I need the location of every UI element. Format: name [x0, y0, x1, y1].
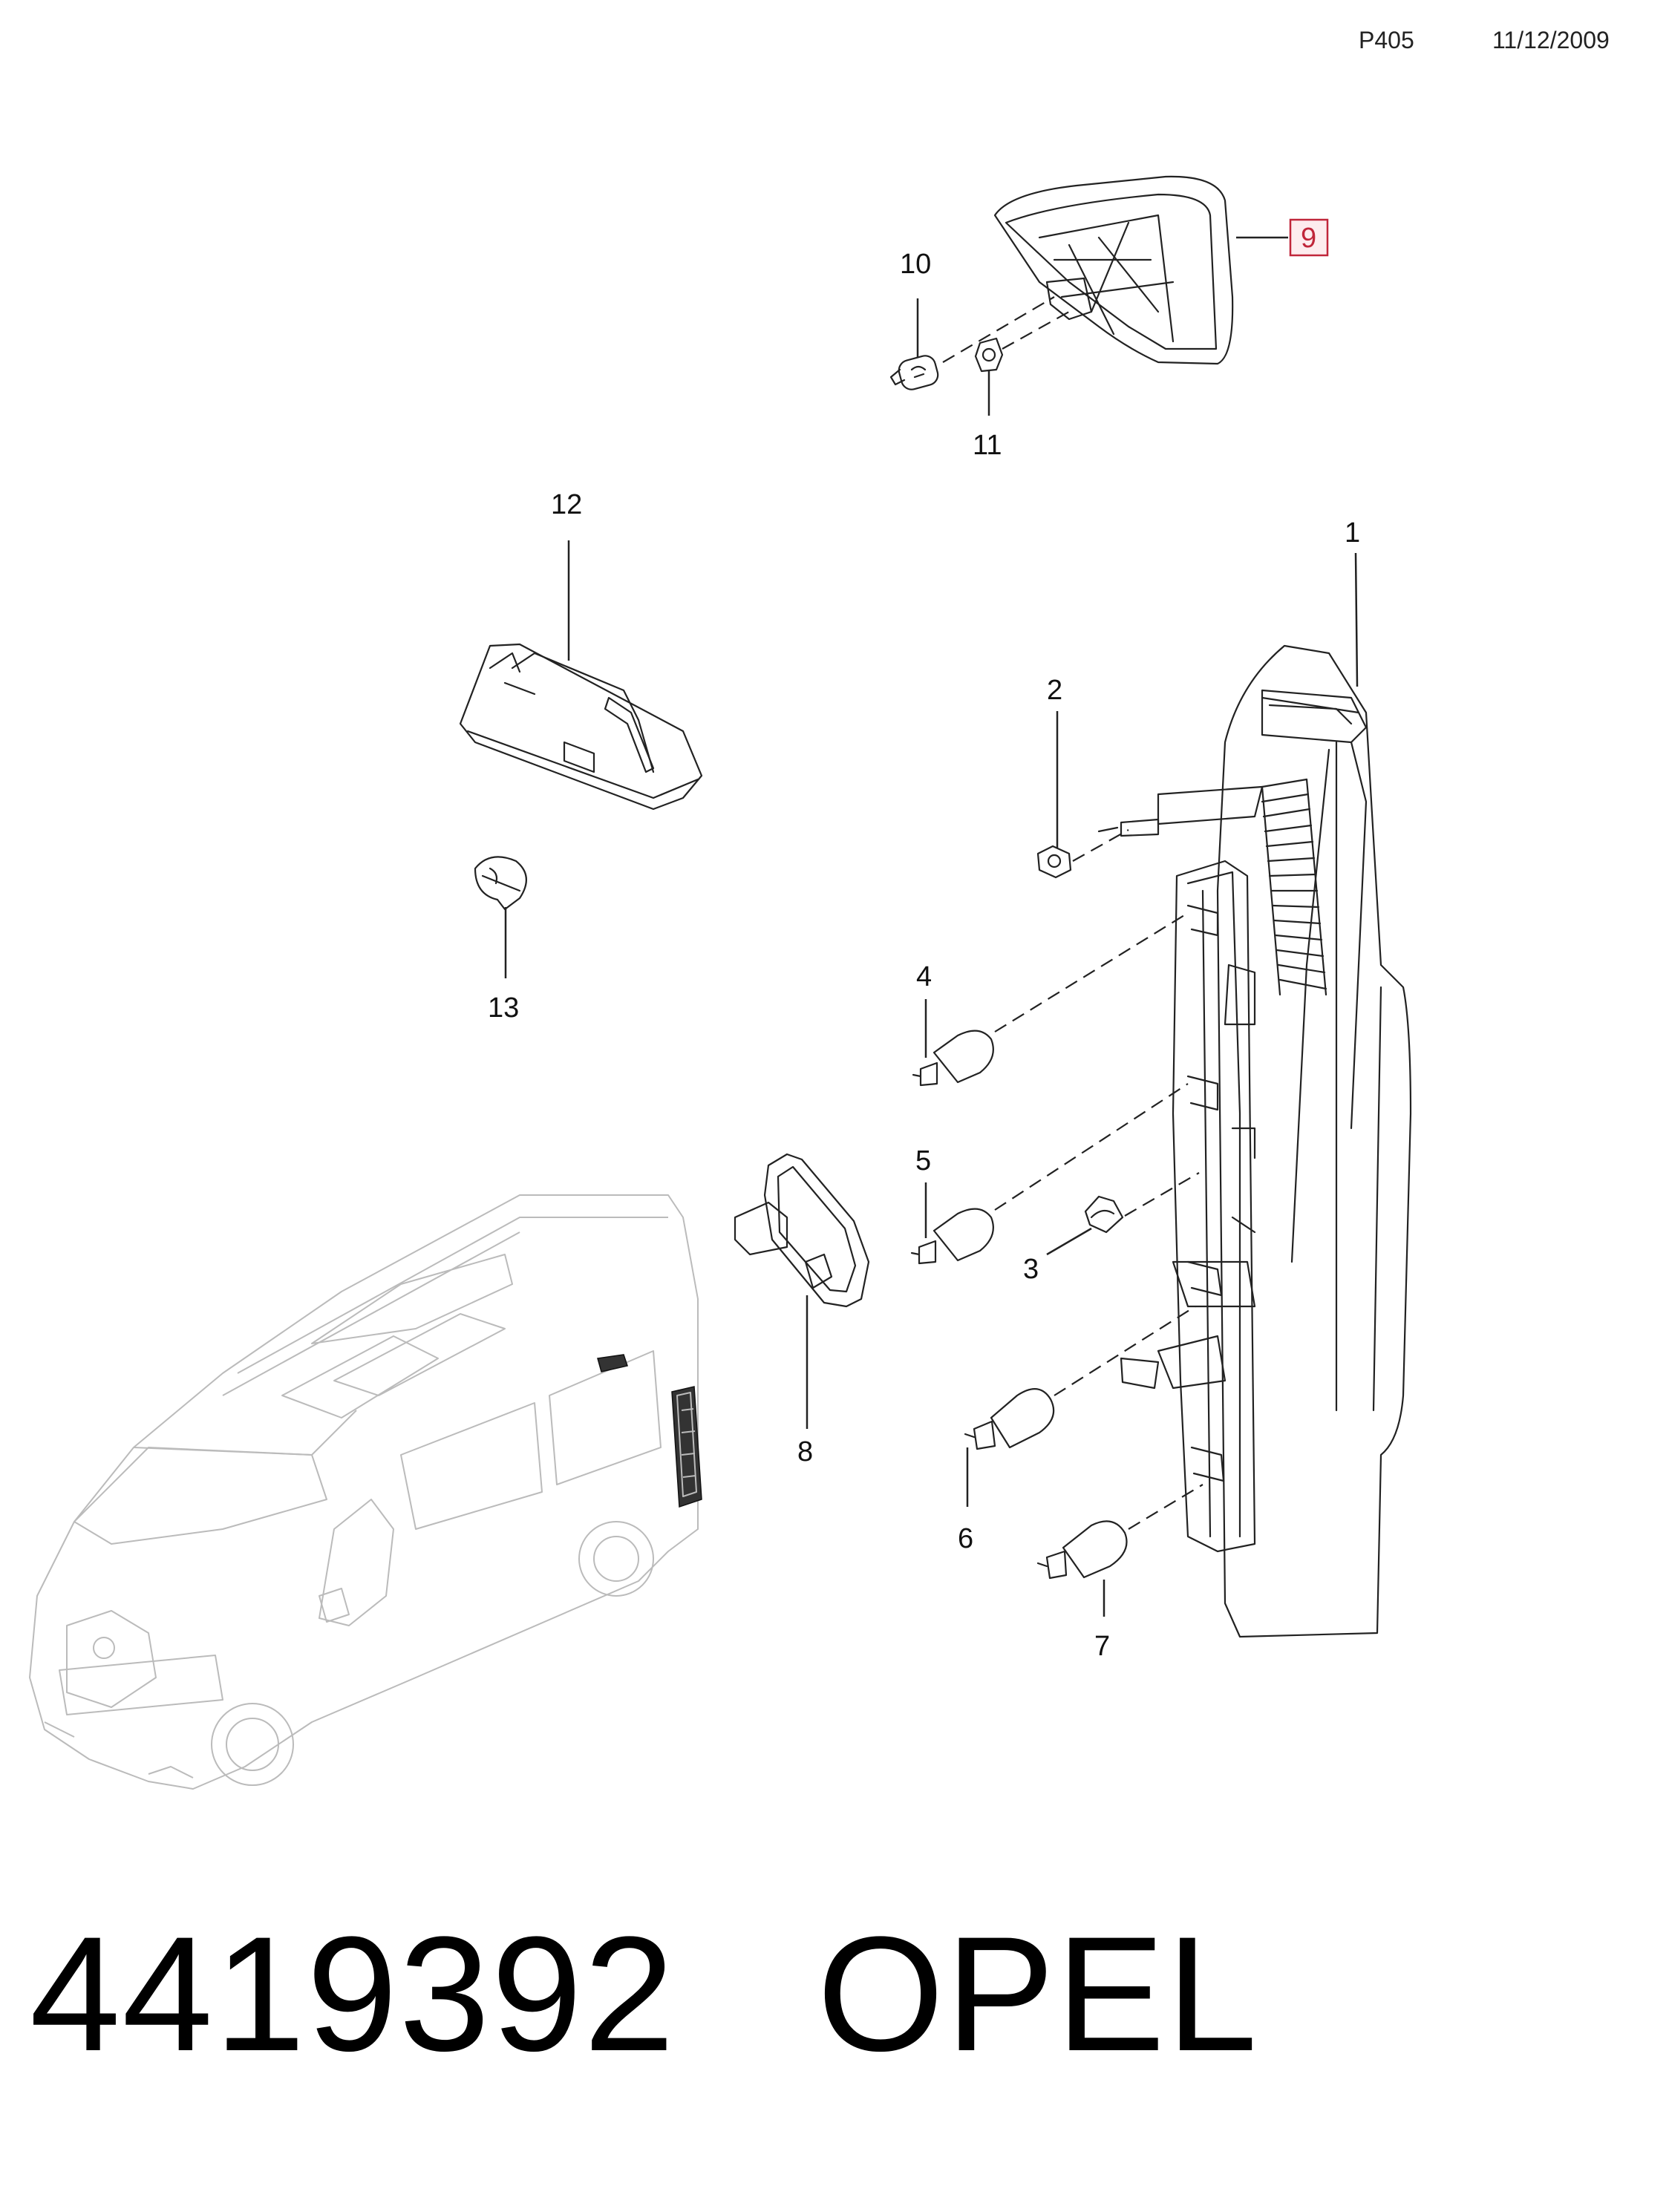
assembly-line-10 [942, 296, 1055, 363]
diagram-date: 11/12/2009 [1492, 27, 1610, 53]
page-code: P405 [1359, 27, 1414, 53]
leader-1 [1354, 552, 1359, 687]
leader-3 [1046, 1227, 1092, 1256]
highlight-box-9 [1289, 218, 1329, 257]
part-13-bulb[interactable] [474, 856, 527, 911]
callout-7[interactable]: 7 [1094, 1631, 1110, 1662]
assembly-line-4 [994, 912, 1189, 1033]
part-12-plate-lamp[interactable] [459, 643, 703, 811]
part-11-grommet[interactable] [974, 337, 1004, 373]
part-1-rear-lamp[interactable] [1097, 644, 1412, 1638]
callout-10[interactable]: 10 [900, 249, 931, 280]
callout-6[interactable]: 6 [958, 1523, 973, 1554]
part-6-bulb[interactable] [964, 1388, 1055, 1450]
callout-3[interactable]: 3 [1023, 1254, 1039, 1285]
assembly-line-6 [1054, 1306, 1196, 1396]
callout-8[interactable]: 8 [797, 1436, 813, 1467]
part-3-grommet[interactable] [1084, 1195, 1124, 1234]
part-5-bulb[interactable] [910, 1208, 994, 1265]
assembly-line-3 [1124, 1172, 1200, 1217]
part-2-nut[interactable] [1036, 845, 1072, 879]
callout-9[interactable]: 9 [1301, 223, 1316, 254]
part-number: 4419392 [30, 1902, 676, 2085]
callout-11[interactable]: 11 [973, 430, 1002, 461]
callout-13[interactable]: 13 [488, 992, 519, 1024]
part-9-lamp-housing[interactable] [993, 175, 1234, 365]
assembly-line-5 [994, 1083, 1189, 1211]
part-10-bulb[interactable] [889, 353, 940, 392]
callout-2[interactable]: 2 [1047, 675, 1062, 706]
callout-12[interactable]: 12 [551, 489, 582, 520]
callout-1[interactable]: 1 [1345, 517, 1360, 549]
part-4-bulb[interactable] [912, 1030, 994, 1087]
callout-4[interactable]: 4 [916, 961, 932, 992]
brand-name: OPEL [817, 1902, 1259, 2085]
part-8-marker-lamp[interactable] [734, 1153, 870, 1308]
van-illustration [29, 1194, 702, 1790]
callout-5[interactable]: 5 [915, 1145, 931, 1177]
assembly-line-2 [1072, 829, 1129, 862]
part-7-bulb[interactable] [1036, 1520, 1128, 1580]
footer-title: 4419392 OPEL [30, 1900, 1258, 2088]
assembly-line-7 [1128, 1484, 1203, 1530]
assembly-line-11 [1002, 311, 1070, 350]
